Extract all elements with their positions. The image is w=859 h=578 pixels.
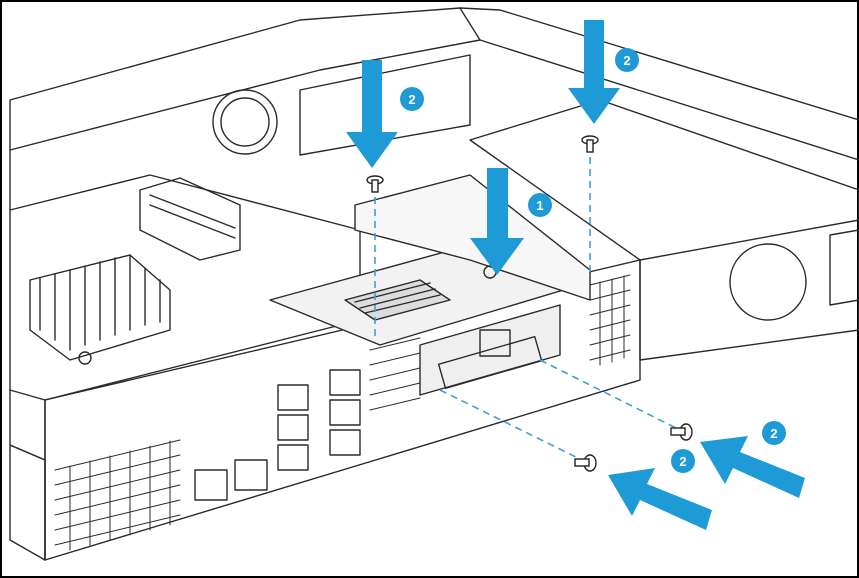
guide-line-screw-3 bbox=[439, 389, 583, 461]
callout-badge-step-1: 1 bbox=[528, 193, 552, 217]
arrow-down-screw-left bbox=[346, 60, 398, 168]
power-inlet bbox=[829, 229, 859, 306]
screw-front-upper bbox=[670, 423, 693, 441]
callout-badge-step-2-front-upper: 2 bbox=[762, 421, 786, 445]
fan-opening bbox=[212, 89, 278, 155]
screw-front-lower bbox=[574, 454, 597, 472]
screw-top-right bbox=[581, 135, 599, 153]
guide-line-screw-4 bbox=[539, 359, 681, 431]
callout-badge-step-2-front-lower: 2 bbox=[671, 449, 695, 473]
sfp-ports bbox=[194, 459, 268, 501]
psu-fan bbox=[729, 243, 807, 321]
screw-top-left bbox=[366, 175, 384, 193]
callout-badge-step-2-left: 2 bbox=[400, 87, 424, 111]
power-connector bbox=[139, 177, 241, 261]
svg-text:2: 2 bbox=[623, 53, 630, 68]
chassis-top-rail bbox=[459, 7, 859, 161]
arrow-down-card bbox=[470, 168, 524, 275]
arrow-left-screw-lower bbox=[608, 468, 712, 530]
svg-text:1: 1 bbox=[536, 198, 543, 213]
svg-text:2: 2 bbox=[408, 92, 415, 107]
rear-bracket bbox=[299, 54, 471, 156]
arrow-down-screw-right bbox=[568, 20, 620, 124]
svg-text:2: 2 bbox=[770, 426, 777, 441]
heatsink bbox=[29, 254, 171, 361]
callout-badge-step-2-right: 2 bbox=[615, 48, 639, 72]
chassis-rear-wall bbox=[9, 7, 481, 151]
screws bbox=[366, 135, 693, 472]
svg-text:2: 2 bbox=[679, 454, 686, 469]
arrow-left-screw-upper bbox=[700, 436, 805, 498]
front-vent-grid bbox=[54, 274, 631, 551]
lan-ports bbox=[277, 369, 361, 471]
card-riser-bracket bbox=[354, 174, 591, 301]
